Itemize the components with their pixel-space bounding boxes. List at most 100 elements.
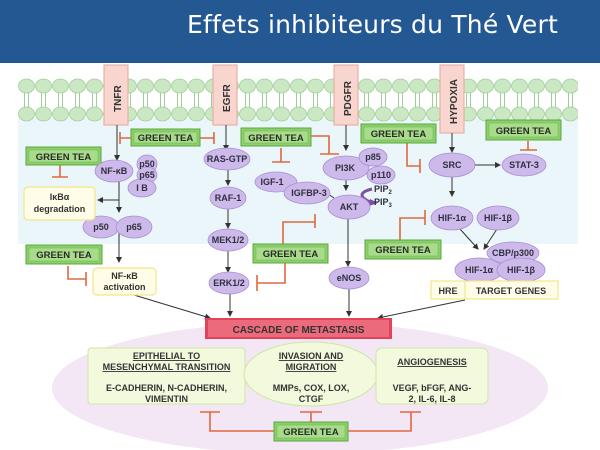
- inhibit-nfkb-activation: [67, 266, 87, 286]
- svg-text:ANGIOGENESIS: ANGIOGENESIS: [397, 357, 467, 367]
- outcome-invasion-migration: INVASION AND MIGRATION MMPs, COX, LOX, C…: [243, 341, 379, 407]
- title-banner: Effets inhibiteurs du Thé Vert: [0, 0, 600, 63]
- inhibit-pi3k: [310, 135, 339, 155]
- cascade-label: CASCADE OF METASTASIS: [233, 325, 365, 336]
- node-src: [428, 152, 476, 178]
- svg-text:activation: activation: [103, 282, 145, 292]
- pip3-label: PIP3: [374, 197, 393, 209]
- node-hif1a: [430, 205, 474, 231]
- inhibition-lines: [52, 132, 537, 432]
- inhibit-angiogenesis: [348, 411, 421, 432]
- node-p65: [115, 215, 153, 239]
- arrow-hif1b-cbp: [483, 228, 498, 250]
- green-tea-label: GREEN TEA: [263, 249, 319, 260]
- node-p110: [366, 165, 396, 185]
- node-cbp-label: CBP/p300: [492, 248, 534, 258]
- node-raf1: [209, 186, 247, 210]
- cell-membrane: [18, 78, 578, 122]
- green-tea-box-hif1a: GREEN TEA: [364, 239, 442, 260]
- inhibit-ikba: [52, 165, 68, 178]
- node-pi3k-label: PI3K: [335, 163, 356, 173]
- node-p85-label: p85: [365, 152, 381, 162]
- node-erk-label: ERK1/2: [213, 278, 245, 288]
- node-hif1a-label: HIF-1α: [438, 213, 467, 223]
- hre-label: HRE: [438, 286, 457, 296]
- green-tea-box-ikba: GREEN TEA: [25, 146, 102, 166]
- svg-text:MMPs, COX, LOX,: MMPs, COX, LOX,: [273, 383, 350, 393]
- node-ib: [127, 178, 157, 198]
- node-rasgtp: [203, 147, 251, 171]
- svg-text:MIGRATION: MIGRATION: [286, 362, 337, 372]
- svg-text:MESENCHYMAL TRANSITION: MESENCHYMAL TRANSITION: [103, 362, 231, 372]
- pathway-nodes: [82, 147, 547, 295]
- node-ib-label: I B: [136, 183, 148, 193]
- hre-target-genes-box: HRE TARGET GENES: [430, 280, 559, 300]
- node-stat3-label: STAT-3: [509, 160, 539, 170]
- green-tea-label: GREEN TEA: [36, 152, 92, 163]
- cascade-of-metastasis: CASCADE OF METASTASIS: [205, 318, 392, 339]
- green-tea-label: GREEN TEA: [496, 126, 552, 137]
- green-tea-label: GREEN TEA: [248, 133, 304, 144]
- node-enos: [328, 266, 370, 290]
- node-mek: [207, 228, 249, 252]
- node-stat3: [501, 153, 547, 177]
- node-mek-label: MEK1/2: [212, 235, 245, 245]
- node-p50-small-label: p50: [139, 159, 155, 169]
- node-igfbp3: [283, 181, 331, 205]
- node-nfkb: [94, 159, 134, 183]
- receptor-egfr: EGFR: [212, 64, 238, 126]
- node-hif1a-complex-label: HIF-1α: [465, 265, 494, 275]
- node-p65-label: p65: [126, 222, 142, 232]
- nfkb-activation-box: NF-κB activation: [92, 267, 157, 296]
- node-hif1b-label: HIF-1β: [484, 213, 513, 223]
- green-tea-box-akt-erk: GREEN TEA: [252, 243, 329, 264]
- arrow-target-genes-cascade: [377, 299, 466, 320]
- arrow-hif1a-cbp: [459, 228, 479, 250]
- node-akt-label: AKT: [340, 202, 359, 212]
- svg-text:2, IL-6, IL-8: 2, IL-6, IL-8: [408, 394, 455, 404]
- receptor-egfr-label: EGFR: [222, 83, 233, 112]
- node-igf1: [254, 171, 298, 193]
- outcome-angiogenesis: ANGIOGENESIS VEGF, bFGF, ANG- 2, IL-6, I…: [375, 347, 489, 405]
- receptor-hypoxia-label: HYPOXIA: [449, 79, 460, 124]
- receptor-pdgfr: PDGFR: [333, 64, 359, 126]
- node-akt: [327, 194, 371, 220]
- inhibit-emt: [200, 411, 274, 432]
- node-p65-small-label: p65: [139, 170, 155, 180]
- receptor-tnfr: TNFR: [103, 64, 129, 126]
- node-nfkb-label: NF-κB: [101, 166, 128, 176]
- svg-text:EPITHELIAL TO: EPITHELIAL TO: [133, 351, 200, 361]
- node-pi3k: [322, 155, 370, 181]
- green-tea-label: GREEN TEA: [138, 133, 194, 144]
- node-hif1b-complex-label: HIF-1β: [507, 265, 536, 275]
- node-p110-label: p110: [371, 170, 391, 180]
- green-tea-box-nfkb-activation: GREEN TEA: [25, 244, 103, 265]
- pip-conversion-arrow: [360, 187, 373, 205]
- receptor-pdgfr-label: PDGFR: [343, 80, 354, 116]
- inhibit-akt: [282, 214, 316, 244]
- node-p50-label: p50: [93, 222, 109, 232]
- green-tea-box-src: GREEN TEA: [360, 123, 437, 144]
- inhibit-erk: [256, 263, 286, 291]
- inhibit-invasion: [300, 411, 322, 422]
- outcome-emt: EPITHELIAL TO MESENCHYMAL TRANSITION E-C…: [87, 347, 246, 405]
- svg-text:E-CADHERIN, N-CADHERIN,: E-CADHERIN, N-CADHERIN,: [106, 383, 227, 393]
- green-tea-label: GREEN TEA: [375, 245, 431, 256]
- inhibit-tnfr: [119, 132, 131, 144]
- node-igf1-label: IGF-1: [260, 177, 283, 187]
- target-genes-label: TARGET GENES: [476, 286, 546, 296]
- green-tea-box-igf1: GREEN TEA: [240, 127, 312, 147]
- green-tea-label: GREEN TEA: [371, 129, 427, 140]
- node-enos-label: eNOS: [337, 273, 362, 283]
- inhibit-igf1: [272, 148, 290, 163]
- node-erk: [208, 271, 250, 295]
- node-rasgtp-label: RAS-GTP: [207, 154, 248, 164]
- pip2-label: PIP2: [374, 184, 393, 196]
- node-igfbp3-label: IGFBP-3: [291, 188, 327, 198]
- svg-text:INVASION AND: INVASION AND: [279, 351, 344, 361]
- node-src-label: SRC: [442, 160, 462, 170]
- svg-text:VEGF, bFGF, ANG-: VEGF, bFGF, ANG-: [393, 383, 472, 393]
- inhibit-hif1a: [399, 210, 426, 240]
- node-raf1-label: RAF-1: [215, 193, 242, 203]
- node-hif1b: [476, 205, 520, 231]
